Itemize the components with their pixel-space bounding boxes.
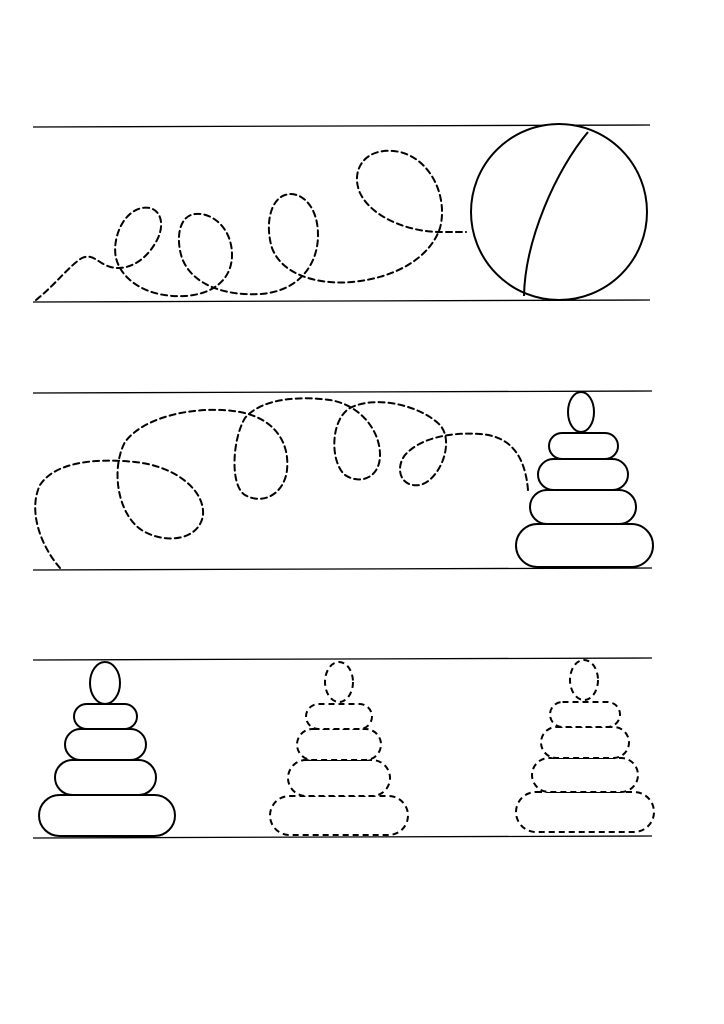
- row2-trace-path[interactable]: [34, 397, 529, 569]
- pyramid-picture: [515, 391, 654, 568]
- row2-top-line: [32, 390, 653, 394]
- pyramid-dashed-1[interactable]: [269, 661, 409, 836]
- pyramid-solid: [38, 661, 176, 837]
- ball-picture: [470, 123, 648, 301]
- row1-bottom-line: [32, 299, 651, 303]
- row1-trace-path[interactable]: [35, 149, 467, 301]
- row-ball: [32, 123, 651, 303]
- row-pyramid-trace: [32, 390, 654, 571]
- row3-top-line: [32, 657, 653, 661]
- pyramid-dashed-2[interactable]: [515, 659, 655, 833]
- row2-bottom-line: [32, 567, 653, 571]
- row-pyramid-copies: [32, 657, 655, 839]
- row3-bottom-line: [32, 835, 653, 839]
